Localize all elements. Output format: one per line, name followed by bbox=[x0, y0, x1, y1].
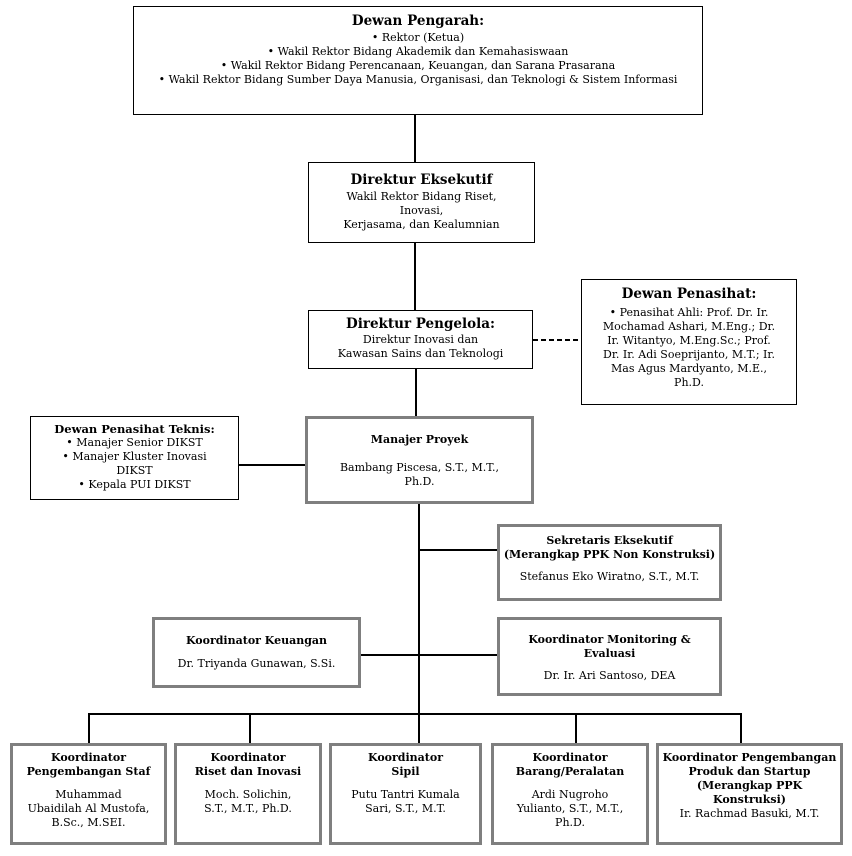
sekretaris-eksekutif-box: Sekretaris Eksekutif (Merangkap PPK Non … bbox=[497, 524, 722, 601]
koordinator-title: Koordinator bbox=[532, 751, 608, 764]
koordinator-pengembangan-staf-box: Koordinator Pengembangan Staf Muhammad U… bbox=[10, 743, 167, 845]
koordinator-name: Ir. Rachmad Basuki, M.T. bbox=[679, 807, 820, 820]
dewan-penasihat-title: Dewan Penasihat: bbox=[621, 286, 757, 302]
koordinator-name: Ardi Nugroho bbox=[531, 788, 609, 801]
dewan-penasihat-teknis-line: • Manajer Kluster Inovasi bbox=[62, 450, 207, 463]
direktur-pengelola-line: Direktur Inovasi dan bbox=[362, 333, 479, 346]
dewan-pengarah-item: • Wakil Rektor Bidang Akademik dan Kemah… bbox=[267, 45, 569, 58]
koordinator-keuangan-title: Koordinator Keuangan bbox=[185, 634, 328, 647]
dewan-penasihat-line: Dr. Ir. Adi Soeprijanto, M.T.; Ir. bbox=[603, 348, 775, 361]
manajer-proyek-title: Manajer Proyek bbox=[370, 433, 469, 446]
dewan-penasihat-line: Ir. Witantyo, M.Eng.Sc.; Prof. bbox=[607, 334, 771, 347]
koordinator-title: (Merangkap PPK bbox=[696, 779, 803, 792]
koordinator-monev-title: Koordinator Monitoring & bbox=[528, 633, 691, 646]
dewan-penasihat-teknis-line: • Manajer Senior DIKST bbox=[66, 436, 203, 449]
koordinator-sipil-box: Koordinator Sipil Putu Tantri Kumala Sar… bbox=[329, 743, 482, 845]
dewan-penasihat-teknis-title: Dewan Penasihat Teknis: bbox=[54, 422, 215, 436]
dewan-penasihat-teknis-line: • Kepala PUI DIKST bbox=[78, 478, 191, 491]
direktur-pengelola-box: Direktur Pengelola: Direktur Inovasi dan… bbox=[308, 310, 533, 369]
koordinator-name: S.T., M.T., Ph.D. bbox=[204, 802, 292, 815]
koordinator-name: B.Sc., M.SEI. bbox=[51, 816, 126, 829]
koordinator-name: Sari, S.T., M.T. bbox=[365, 802, 446, 815]
koordinator-pengembangan-produk-box: Koordinator Pengembangan Produk dan Star… bbox=[656, 743, 843, 845]
dewan-penasihat-line: Ph.D. bbox=[674, 376, 704, 389]
direktur-pengelola-title: Direktur Pengelola: bbox=[346, 316, 495, 332]
direktur-pengelola-line: Kawasan Sains dan Teknologi bbox=[337, 347, 504, 360]
koordinator-monev-title: Evaluasi bbox=[583, 647, 636, 660]
direktur-eksekutif-line: Kerjasama, dan Kealumnian bbox=[343, 218, 500, 231]
direktur-eksekutif-line: Inovasi, bbox=[399, 204, 444, 217]
koordinator-riset-inovasi-box: Koordinator Riset dan Inovasi Moch. Soli… bbox=[174, 743, 322, 845]
direktur-eksekutif-line: Wakil Rektor Bidang Riset, bbox=[346, 190, 497, 203]
dewan-penasihat-line: Mas Agus Mardyanto, M.E., bbox=[611, 362, 767, 375]
dewan-pengarah-item: • Wakil Rektor Bidang Sumber Daya Manusi… bbox=[158, 73, 678, 86]
sekretaris-eksekutif-title: (Merangkap PPK Non Konstruksi) bbox=[503, 548, 716, 561]
koordinator-title: Koordinator Pengembangan bbox=[662, 751, 837, 764]
dewan-pengarah-title: Dewan Pengarah: bbox=[351, 13, 485, 29]
manajer-proyek-box: Manajer Proyek Bambang Piscesa, S.T., M.… bbox=[305, 416, 534, 504]
dewan-pengarah-item: • Rektor (Ketua) bbox=[371, 31, 465, 44]
koordinator-title: Koordinator bbox=[368, 751, 443, 764]
koordinator-name: Moch. Solichin, bbox=[204, 788, 292, 801]
dewan-pengarah-item: • Wakil Rektor Bidang Perencanaan, Keuan… bbox=[220, 59, 616, 72]
koordinator-monev-box: Koordinator Monitoring & Evaluasi Dr. Ir… bbox=[497, 617, 722, 696]
koordinator-name: Muhammad bbox=[55, 788, 122, 801]
dewan-penasihat-line: Mochamad Ashari, M.Eng.; Dr. bbox=[602, 320, 776, 333]
koordinator-keuangan-line: Dr. Triyanda Gunawan, S.Si. bbox=[177, 657, 336, 670]
koordinator-title: Riset dan Inovasi bbox=[194, 765, 302, 778]
koordinator-name: Ubaidilah Al Mustofa, bbox=[27, 802, 150, 815]
koordinator-keuangan-box: Koordinator Keuangan Dr. Triyanda Gunawa… bbox=[152, 617, 361, 688]
koordinator-barang-peralatan-box: Koordinator Barang/Peralatan Ardi Nugroh… bbox=[491, 743, 649, 845]
dewan-pengarah-box: Dewan Pengarah: • Rektor (Ketua) • Wakil… bbox=[133, 6, 703, 115]
koordinator-title: Produk dan Startup bbox=[688, 765, 811, 778]
manajer-proyek-line: Bambang Piscesa, S.T., M.T., bbox=[339, 461, 500, 474]
direktur-eksekutif-box: Direktur Eksekutif Wakil Rektor Bidang R… bbox=[308, 162, 535, 243]
koordinator-monev-line: Dr. Ir. Ari Santoso, DEA bbox=[543, 669, 676, 682]
koordinator-name: Yulianto, S.T., M.T., bbox=[516, 802, 624, 815]
dewan-penasihat-teknis-box: Dewan Penasihat Teknis: • Manajer Senior… bbox=[30, 416, 239, 500]
koordinator-title: Koordinator bbox=[51, 751, 126, 764]
koordinator-title: Koordinator bbox=[210, 751, 286, 764]
koordinator-name: Putu Tantri Kumala bbox=[351, 788, 460, 801]
direktur-eksekutif-title: Direktur Eksekutif bbox=[350, 172, 493, 188]
koordinator-name: Ph.D. bbox=[555, 816, 585, 829]
koordinator-title: Sipil bbox=[391, 765, 420, 778]
dewan-penasihat-teknis-line: DIKST bbox=[116, 464, 153, 477]
manajer-proyek-line: Ph.D. bbox=[404, 475, 435, 488]
dewan-penasihat-box: Dewan Penasihat: • Penasihat Ahli: Prof.… bbox=[581, 279, 797, 405]
sekretaris-eksekutif-title: Sekretaris Eksekutif bbox=[546, 534, 673, 547]
dewan-penasihat-line: • Penasihat Ahli: Prof. Dr. Ir. bbox=[609, 306, 769, 319]
koordinator-title: Barang/Peralatan bbox=[515, 765, 625, 778]
koordinator-title: Konstruksi) bbox=[713, 793, 786, 806]
koordinator-title: Pengembangan Staf bbox=[26, 765, 151, 778]
sekretaris-eksekutif-line: Stefanus Eko Wiratno, S.T., M.T. bbox=[519, 570, 700, 583]
